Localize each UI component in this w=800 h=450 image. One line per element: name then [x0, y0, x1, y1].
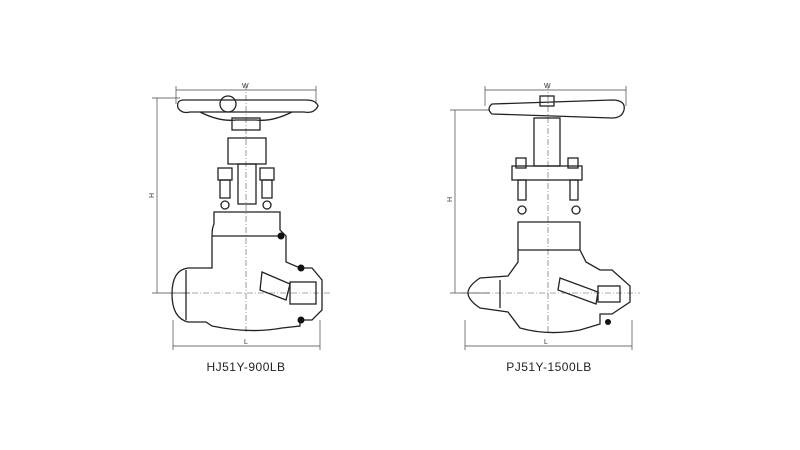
length-label: L: [244, 339, 248, 346]
height-label: H: [447, 197, 454, 202]
width-label: W: [242, 83, 249, 90]
valve-pj51y-drawing: W H L: [447, 83, 640, 350]
model-label-hj51y: HJ51Y-900LB: [206, 360, 286, 374]
length-label: L: [544, 339, 548, 346]
height-label: H: [149, 193, 156, 198]
model-label-pj51y: PJ51Y-1500LB: [506, 360, 592, 374]
valve-hj51y-drawing: W H L: [149, 83, 330, 350]
width-label: W: [544, 83, 551, 90]
